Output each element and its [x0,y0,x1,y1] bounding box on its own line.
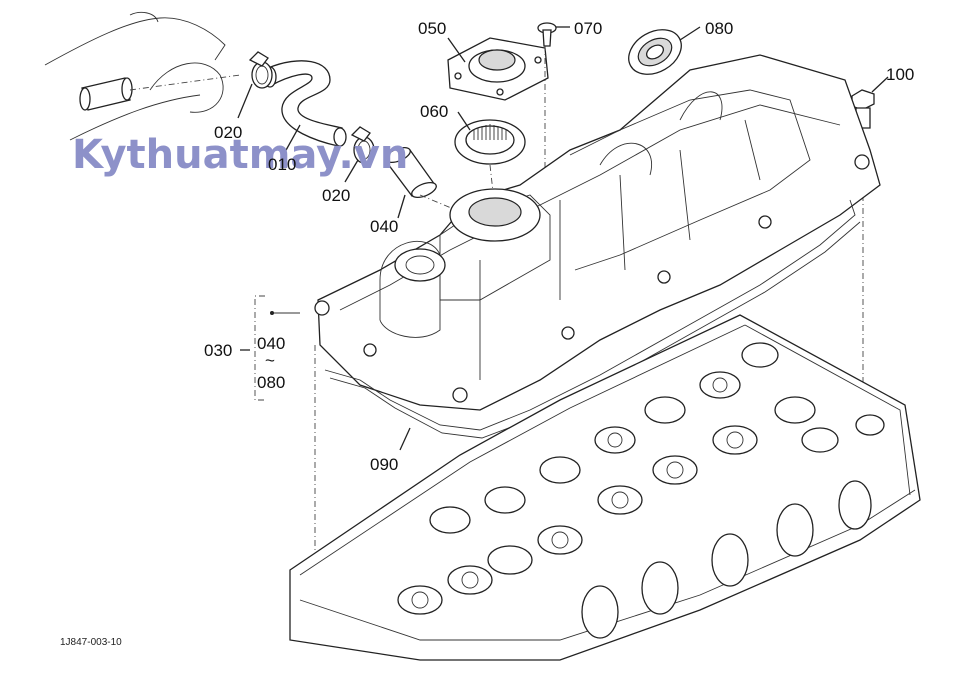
callout-090: 090 [370,455,398,474]
diaphragm [454,119,526,211]
cylinder-head [289,314,921,661]
hose-clamp-lower [350,126,375,164]
leader-lines [237,26,889,451]
callout-050: 050 [418,19,446,38]
callout-030-from: 040 [257,334,285,353]
assembly-bracket [254,295,300,401]
callout-030: 030 [204,341,232,360]
callout-020-lower: 020 [322,186,350,205]
cylinder-head-cover [314,54,881,411]
watermark: Kythuatmay.vn [72,132,408,178]
figure-code: 1J847-003-10 [60,637,122,648]
callout-040: 040 [370,217,398,236]
callout-010: 010 [268,155,296,174]
callout-020-upper: 020 [214,123,242,142]
screw [537,22,557,47]
callout-030-tilde: ~ [265,351,275,370]
hose-clamp-upper [248,51,273,89]
callout-100: 100 [886,65,914,84]
intake-pipe [79,74,241,111]
callout-060: 060 [420,102,448,121]
callout-030-to: 080 [257,373,285,392]
callout-070: 070 [574,19,602,38]
intake-housing [44,11,226,141]
breather-cover [447,37,549,205]
breather-pipe [383,146,481,221]
oil-seal [628,29,682,75]
callout-080: 080 [705,19,733,38]
